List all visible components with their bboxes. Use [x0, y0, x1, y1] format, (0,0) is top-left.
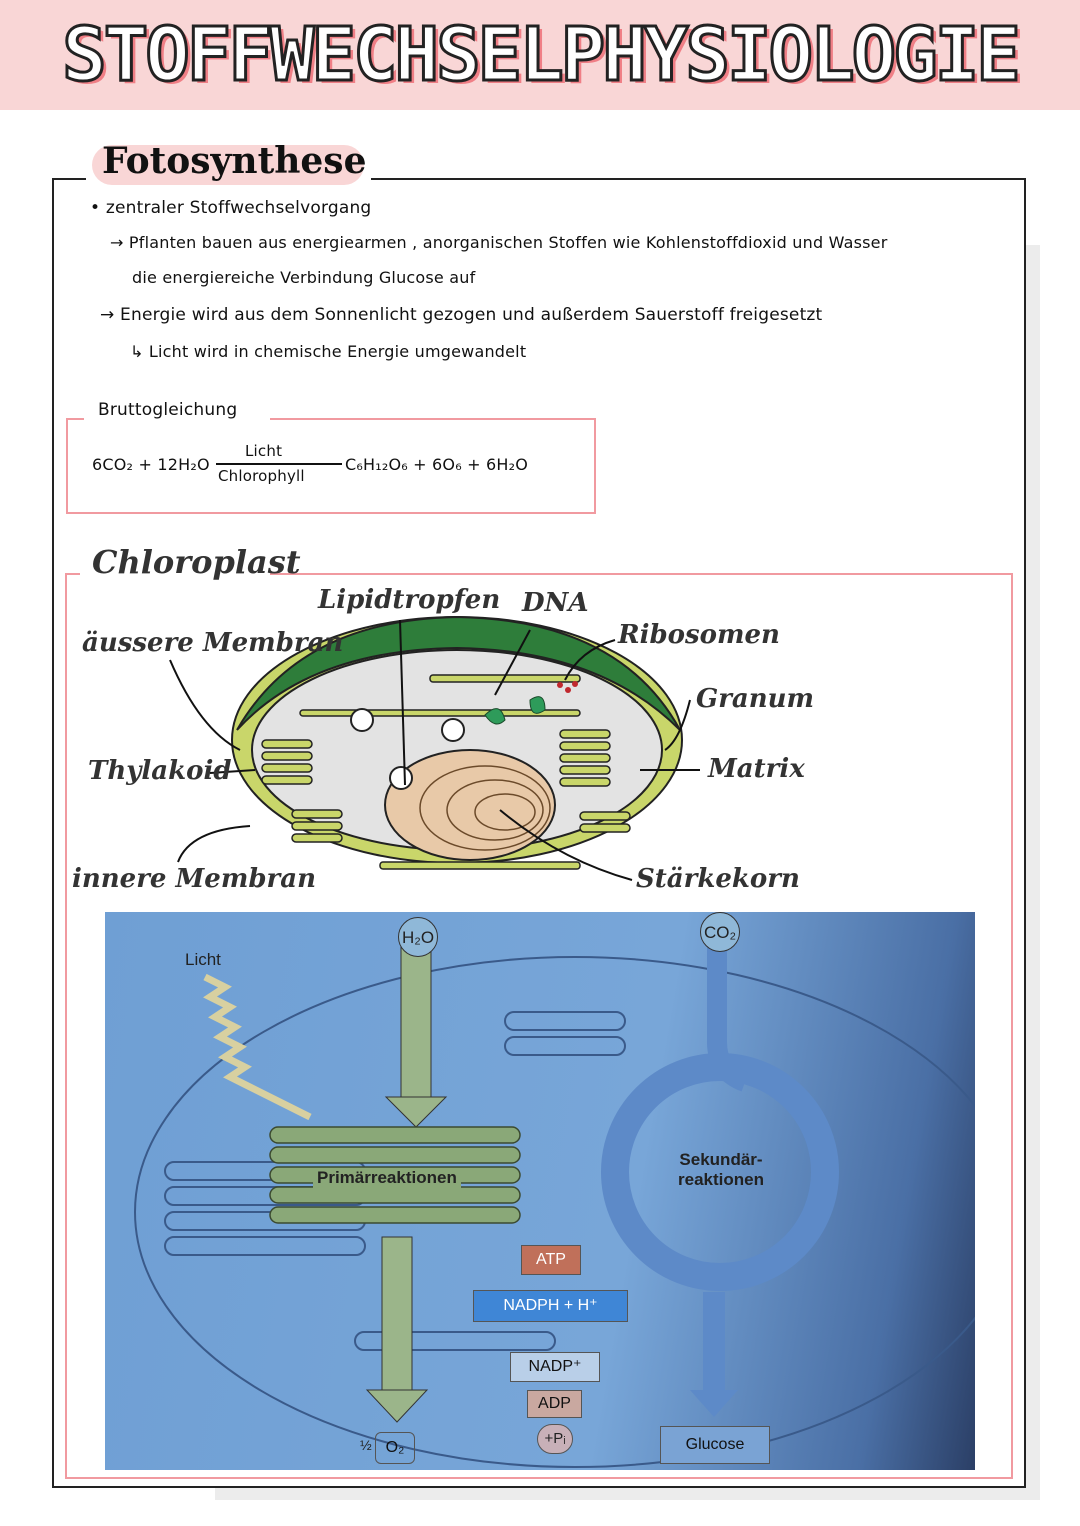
photosynthesis-scheme-photo: H₂O CO₂ Licht NADP⁺ ADP +Pᵢ Primärreakti…: [105, 912, 975, 1470]
licht-label: Licht: [185, 950, 221, 969]
title-highlight: [92, 145, 364, 185]
section-title-chloroplast: Chloroplast: [92, 543, 301, 581]
section-title-fotosynthese: Fotosynthese: [102, 140, 367, 182]
page-title: STOFFWECHSELPHYSIOLOGIE: [61, 11, 1023, 100]
equation-products: C₆H₁₂O₆ + 6O₆ + 6H₂O: [345, 455, 529, 474]
co2-circle: CO₂: [700, 912, 740, 952]
note-line: • zentraler Stoffwechselvorgang: [90, 198, 372, 218]
chloroplast-diagram: [169, 615, 700, 881]
label-part: Sekundär-: [679, 1150, 763, 1169]
nadph-box: NADPH + H⁺: [473, 1290, 628, 1322]
equation-box: [66, 418, 596, 514]
o2-box: O₂: [375, 1432, 415, 1464]
equation-condition-chlorophyll: Chlorophyll: [218, 467, 305, 485]
equation-condition-light: Licht: [245, 442, 283, 460]
header-banner: STOFFWECHSELPHYSIOLOGIE: [0, 0, 1080, 110]
pi-circle: +Pᵢ: [537, 1424, 573, 1454]
h2o-circle: H₂O: [398, 917, 438, 957]
label-lipidtropfen: Lipidtropfen: [318, 585, 501, 615]
chloroplast-box: [65, 573, 1013, 1479]
atp-box: ATP: [521, 1245, 581, 1275]
note-line: ↳ Licht wird in chemische Energie umgewa…: [130, 342, 527, 361]
note-line: → Energie wird aus dem Sonnenlicht gezog…: [100, 305, 823, 325]
label-part: reaktionen: [678, 1170, 764, 1189]
equation-reactants: 6CO₂ + 12H₂O: [92, 455, 210, 474]
sekundaerreaktionen-label: Sekundär-reaktionen: [675, 1150, 767, 1190]
label-thylakoid: Thylakoid: [88, 756, 232, 786]
adp-box: ADP: [527, 1390, 582, 1418]
label-aeussere-membran: äussere Membran: [82, 628, 344, 658]
label-ribosomen: Ribosomen: [618, 620, 780, 650]
label-innere-membran: innere Membran: [72, 864, 316, 894]
glucose-box: Glucose: [660, 1426, 770, 1464]
label-dna: DNA: [522, 588, 589, 618]
equation-title: Bruttogleichung: [98, 400, 238, 420]
note-line: → Pflanten bauen aus energiearmen , anor…: [110, 233, 888, 252]
note-line: die energiereiche Verbindung Glucose auf: [132, 268, 476, 287]
label-staerkekorn: Stärkekorn: [636, 864, 800, 894]
label-granum: Granum: [696, 684, 815, 714]
primaerreaktionen-label: Primärreaktionen: [313, 1168, 461, 1188]
o2-fraction: ½: [360, 1437, 372, 1453]
label-matrix: Matrix: [708, 754, 805, 784]
reaction-arrow: [216, 463, 342, 465]
nadp-box: NADP⁺: [510, 1352, 600, 1382]
